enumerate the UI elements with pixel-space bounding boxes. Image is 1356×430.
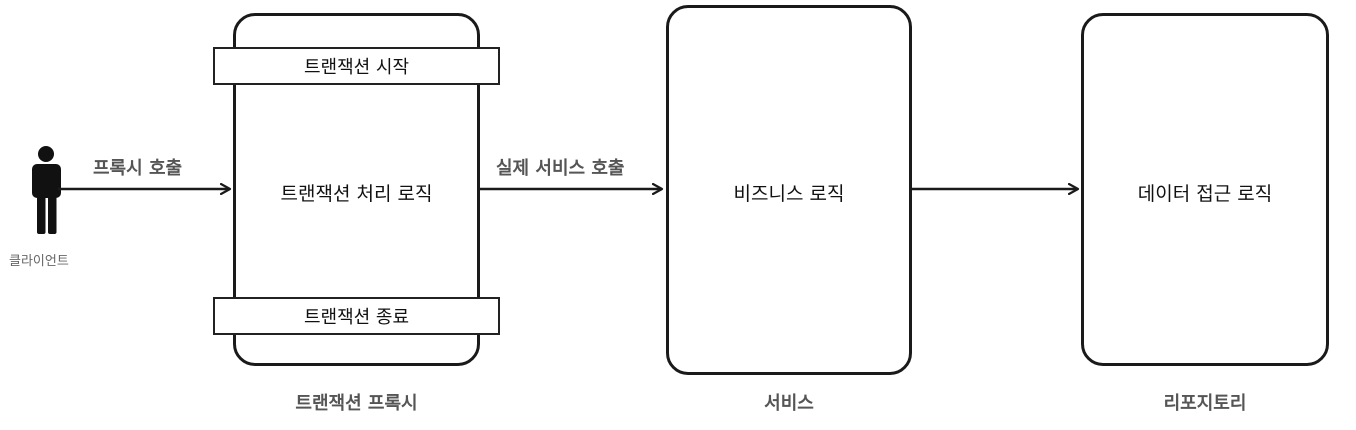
proxy-body-label: 트랜잭션 처리 로직 — [280, 183, 433, 205]
service-body-label: 비즈니스 로직 — [733, 183, 845, 205]
transaction-end-band: 트랜잭션 종료 — [213, 297, 500, 335]
edge-label-service-call: 실제 서비스 호출 — [496, 158, 625, 179]
person-icon — [32, 146, 61, 234]
transaction-start-band: 트랜잭션 시작 — [213, 47, 500, 85]
repository-caption: 리포지토리 — [1163, 393, 1247, 414]
repository-box: 데이터 접근 로직 — [1081, 13, 1329, 366]
edge-label-proxy-call: 프록시 호출 — [93, 158, 183, 179]
proxy-caption: 트랜잭션 프록시 — [295, 393, 418, 414]
client-label: 클라이언트 — [9, 254, 69, 269]
service-caption: 서비스 — [764, 393, 814, 414]
repository-body-label: 데이터 접근 로직 — [1137, 183, 1273, 205]
service-box: 비즈니스 로직 — [666, 5, 912, 375]
